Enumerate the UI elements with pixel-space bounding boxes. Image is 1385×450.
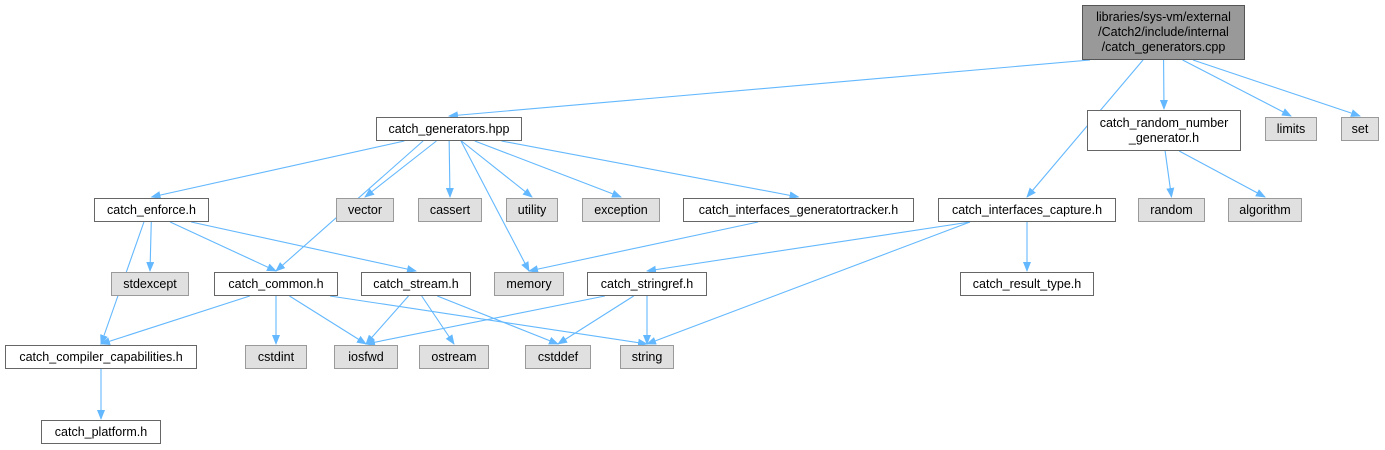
- node-label: limits: [1276, 121, 1306, 136]
- node-label: random: [1150, 202, 1193, 217]
- edge-catch_interfaces_capture_h-to-string: [646, 221, 971, 345]
- node-label: catch_stream.h: [373, 276, 459, 291]
- node-label: algorithm: [1239, 202, 1291, 217]
- node-label: stdexcept: [123, 276, 177, 291]
- edge-catch_generators_hpp-to-catch_enforce_h: [150, 140, 405, 199]
- node-algorithm: algorithm: [1228, 198, 1302, 222]
- node-iosfwd: iosfwd: [334, 345, 398, 369]
- node-label: utility: [517, 202, 547, 217]
- node-label: cstdint: [257, 349, 295, 364]
- node-label: catch_common.h: [228, 276, 324, 291]
- edge-root-to-catch_interfaces_capture_h: [1026, 59, 1144, 198]
- node-limits: limits: [1265, 117, 1317, 141]
- root-line-2: /Catch2/include/internal: [1098, 25, 1229, 39]
- edge-catch_common_h-to-string: [329, 295, 648, 347]
- node-label-line-1: catch_random_number: [1099, 115, 1229, 130]
- edges-layer: [97, 59, 1361, 420]
- node-label-line-2: _generator.h: [1128, 130, 1200, 145]
- node-stdexcept: stdexcept: [111, 272, 189, 296]
- node-catch-common-h[interactable]: catch_common.h: [214, 272, 338, 296]
- node-label: exception: [594, 202, 648, 217]
- node-label: vector: [347, 202, 383, 217]
- edge-catch_enforce_h-to-catch_stream_h: [191, 221, 417, 273]
- node-catch-generators-hpp[interactable]: catch_generators.hpp: [376, 117, 522, 141]
- root-line-1: libraries/sys-vm/external: [1096, 10, 1231, 24]
- node-label: catch_platform.h: [54, 424, 148, 439]
- node-label: catch_enforce.h: [107, 202, 196, 217]
- edge-catch_generators_hpp-to-vector: [364, 140, 437, 198]
- node-cassert: cassert: [418, 198, 482, 222]
- node-label: catch_compiler_capabilities.h: [19, 349, 183, 364]
- edge-catch_generators_hpp-to-cassert: [445, 140, 454, 198]
- edge-catch_interfaces_generatortracker_h-to-memory: [528, 221, 759, 274]
- node-label: catch_result_type.h: [972, 276, 1082, 291]
- node-label: memory: [506, 276, 552, 291]
- node-catch-compiler-capabilities-h[interactable]: catch_compiler_capabilities.h: [5, 345, 197, 369]
- root-file-node: libraries/sys-vm/external /Catch2/includ…: [1082, 5, 1245, 60]
- node-label: string: [631, 349, 663, 364]
- node-catch-enforce-h[interactable]: catch_enforce.h: [94, 198, 209, 222]
- node-catch-interfaces-generatortracker-h[interactable]: catch_interfaces_generatortracker.h: [683, 198, 914, 222]
- edge-catch_enforce_h-to-stdexcept: [146, 221, 155, 272]
- edge-catch_generators_hpp-to-catch_interfaces_generatortracker_h: [501, 140, 800, 200]
- node-label: catch_interfaces_capture.h: [951, 202, 1103, 217]
- edge-catch_stringref_h-to-iosfwd: [365, 295, 605, 347]
- edge-catch_random_number_generator_h-to-random: [1164, 150, 1175, 198]
- edge-catch_generators_hpp-to-memory: [460, 140, 530, 272]
- node-memory: memory: [494, 272, 564, 296]
- node-catch-stream-h[interactable]: catch_stream.h: [361, 272, 471, 296]
- node-utility: utility: [506, 198, 558, 222]
- root-line-3: /catch_generators.cpp: [1101, 40, 1226, 54]
- edge-catch_generators_hpp-to-utility: [461, 140, 533, 198]
- node-label: catch_generators.hpp: [388, 121, 510, 136]
- edge-root-to-catch_generators_hpp: [448, 59, 1091, 120]
- node-cstddef: cstddef: [525, 345, 591, 369]
- node-label: ostream: [431, 349, 477, 364]
- node-catch-interfaces-capture-h[interactable]: catch_interfaces_capture.h: [938, 198, 1116, 222]
- edge-catch_random_number_generator_h-to-algorithm: [1178, 150, 1266, 198]
- node-cstdint: cstdint: [245, 345, 307, 369]
- edge-catch_stream_h-to-cstddef: [437, 295, 559, 345]
- node-catch-platform-h[interactable]: catch_platform.h: [41, 420, 161, 444]
- node-ostream: ostream: [419, 345, 489, 369]
- node-label: iosfwd: [348, 349, 384, 364]
- node-exception: exception: [582, 198, 660, 222]
- edge-catch_stringref_h-to-cstddef: [557, 295, 634, 345]
- node-label: cassert: [429, 202, 471, 217]
- node-label: catch_interfaces_generatortracker.h: [698, 202, 899, 217]
- node-random: random: [1138, 198, 1205, 222]
- node-catch-random-number-generator-h[interactable]: catch_random_number _generator.h: [1087, 110, 1241, 151]
- node-catch-result-type-h[interactable]: catch_result_type.h: [960, 272, 1094, 296]
- node-label: catch_stringref.h: [600, 276, 694, 291]
- node-label: set: [1351, 121, 1369, 136]
- node-label: cstddef: [537, 349, 579, 364]
- edge-catch_interfaces_capture_h-to-catch_stringref_h: [646, 221, 971, 274]
- edge-root-to-limits: [1182, 59, 1292, 117]
- edge-catch_common_h-to-catch_compiler_capabilities_h: [100, 295, 250, 346]
- node-string: string: [620, 345, 674, 369]
- node-catch-stringref-h[interactable]: catch_stringref.h: [587, 272, 707, 296]
- edge-root-to-set: [1192, 59, 1361, 117]
- node-vector: vector: [336, 198, 394, 222]
- edge-catch_common_h-to-iosfwd: [289, 295, 367, 345]
- edge-catch_stream_h-to-iosfwd: [365, 295, 409, 345]
- edge-catch_generators_hpp-to-exception: [474, 140, 622, 198]
- node-set: set: [1341, 117, 1379, 141]
- edge-catch_enforce_h-to-catch_common_h: [169, 221, 277, 272]
- edge-catch_stream_h-to-ostream: [421, 295, 455, 345]
